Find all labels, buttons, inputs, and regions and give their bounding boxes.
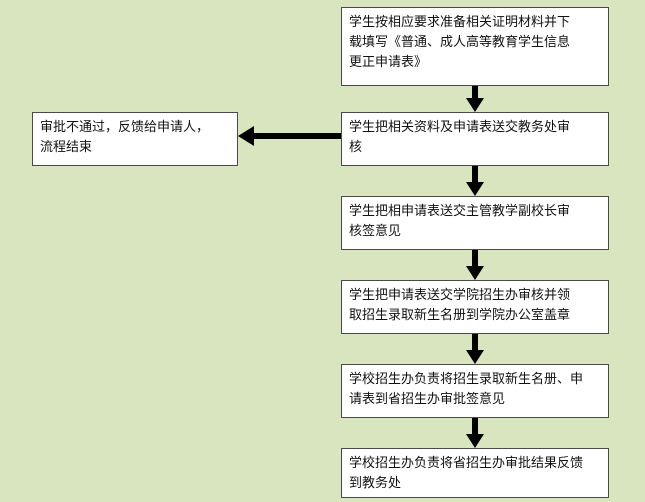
step-1-box: 学生按相应要求准备相关证明材料并下 载填写《普通、成人高等教育学生信息 更正申请…	[341, 7, 609, 86]
step-5-box: 学校招生办负责将招生录取新生名册、申 请表到省招生办审批签意见	[341, 364, 609, 418]
step-2-box: 学生把相关资料及申请表送交教务处审 核	[341, 112, 609, 166]
arrow-down-4-5	[466, 334, 484, 364]
step-6-box: 学校招生办负责将省招生办审批结果反馈 到教务处	[341, 448, 609, 498]
step-4-box: 学生把申请表送交学院招生办审核并领 取招生录取新生名册到学院办公室盖章	[341, 280, 609, 334]
reject-box: 审批不通过，反馈给申请人， 流程结束	[32, 112, 238, 166]
arrow-down-3-4	[466, 250, 484, 280]
arrow-down-1-2	[466, 86, 484, 112]
arrow-left-reject	[238, 126, 341, 146]
step-3-box: 学生把相申请表送交主管教学副校长审 核签意见	[341, 196, 609, 250]
arrow-down-5-6	[466, 418, 484, 448]
arrow-down-2-3	[466, 166, 484, 196]
